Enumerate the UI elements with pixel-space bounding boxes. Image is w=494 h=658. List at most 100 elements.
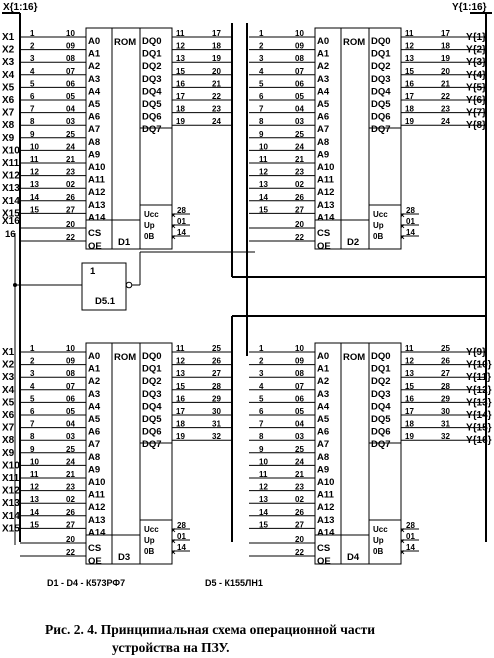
data-pin-number: 12 [405, 42, 414, 51]
address-line-number: 13 [259, 495, 268, 504]
y-output-label: Y{10} [466, 360, 492, 371]
output-line-number: 26 [441, 357, 450, 366]
output-line-number: 19 [212, 54, 221, 63]
address-label: A12 [88, 502, 105, 513]
address-line-number: 13 [259, 180, 268, 189]
y-output-label: Y{3} [466, 57, 486, 68]
address-label: A6 [317, 427, 329, 438]
data-pin-number: 11 [405, 344, 414, 353]
address-line-number: 8 [30, 432, 35, 441]
address-line-number: 7 [30, 105, 35, 114]
inverter-bubble [125, 281, 133, 289]
ov-pin-number: 14 [177, 228, 186, 237]
address-label: A14 [88, 527, 106, 538]
inverter-name: D5.1 [95, 296, 116, 307]
address-line-number: 7 [259, 420, 264, 429]
ucc-pin-number: 28 [406, 521, 415, 530]
inverter-d5: 1 D5.1 [13, 233, 255, 545]
address-line-number: 1 [259, 29, 264, 38]
data-label: DQ0 [371, 351, 391, 362]
address-line-number: 14 [30, 193, 39, 202]
data-label: DQ4 [142, 401, 162, 412]
output-line-number: 17 [441, 29, 450, 38]
address-line-number: 1 [30, 29, 35, 38]
y-output-label: Y{7} [466, 108, 486, 119]
address-pin-number: 09 [295, 42, 304, 51]
data-label: DQ4 [371, 401, 391, 412]
data-pin-number: 13 [405, 369, 414, 378]
address-pin-number: 21 [295, 470, 304, 479]
data-label: DQ2 [371, 376, 391, 387]
address-pin-number: 23 [66, 483, 75, 492]
address-line-number: 10 [259, 142, 268, 151]
address-pin-number: 25 [66, 445, 75, 454]
address-label: A7 [88, 124, 100, 135]
address-line-number: 7 [259, 105, 264, 114]
x-input-label: X5 [2, 397, 15, 408]
up-pin-number: 01 [406, 217, 415, 226]
no-connect-mark: × [400, 222, 405, 231]
data-pin-number: 17 [405, 407, 414, 416]
address-line-number: 2 [30, 357, 35, 366]
address-line-number: 3 [259, 54, 264, 63]
x-input-label: X9 [2, 448, 15, 459]
output-line-number: 20 [441, 67, 450, 76]
address-line-number: 1 [259, 344, 264, 353]
address-label: A13 [88, 200, 105, 211]
address-pin-number: 04 [295, 105, 304, 114]
data-pin-number: 18 [405, 420, 414, 429]
no-connect-mark: × [400, 211, 405, 220]
chip-name-label: D1 [118, 237, 131, 248]
up-pin-number: 01 [177, 532, 186, 541]
address-pin-number: 02 [66, 180, 75, 189]
up-pin-number: 01 [406, 532, 415, 541]
output-line-number: 23 [212, 105, 221, 114]
data-pin-number: 15 [176, 67, 185, 76]
no-connect-mark: × [400, 537, 405, 546]
address-label: A5 [317, 99, 330, 110]
x-input-label: X9 [2, 133, 15, 144]
input-bus-label: X{1:16} [3, 2, 38, 13]
address-line-number: 4 [30, 67, 35, 76]
no-connect-mark: × [171, 537, 176, 546]
data-label: DQ5 [142, 414, 162, 425]
data-pin-number: 12 [176, 42, 185, 51]
data-label: DQ7 [142, 124, 162, 135]
x-input-label: X13 [2, 498, 20, 509]
address-label: A9 [88, 149, 100, 160]
chip-data-panel [139, 27, 173, 250]
address-line-number: 2 [259, 357, 264, 366]
output-line-number: 31 [441, 420, 450, 429]
data-label: DQ1 [142, 49, 162, 60]
address-line-number: 5 [259, 79, 264, 88]
output-line-number: 27 [441, 369, 450, 378]
address-label: A2 [88, 61, 100, 72]
address-label: A6 [88, 427, 100, 438]
output-line-number: 22 [441, 92, 450, 101]
address-line-number: 7 [30, 420, 35, 429]
address-pin-number: 07 [66, 67, 75, 76]
no-connect-mark: × [400, 233, 405, 242]
y-output-label: Y{13} [466, 397, 492, 408]
output-line-number: 32 [441, 432, 450, 441]
address-label: A10 [317, 162, 334, 173]
output-line-number: 22 [212, 92, 221, 101]
cs-label: CS [317, 543, 330, 554]
address-line-number: 4 [259, 67, 264, 76]
ucc-label: Ucc [373, 525, 388, 534]
address-pin-number: 21 [66, 470, 75, 479]
output-line-number: 31 [212, 420, 221, 429]
address-pin-number: 03 [295, 117, 304, 126]
chip-body [340, 27, 370, 250]
address-line-number: 13 [30, 495, 39, 504]
no-connect-mark: × [171, 222, 176, 231]
address-line-number: 15 [30, 520, 39, 529]
bus-lines [2, 12, 492, 542]
inverter-symbol: 1 [90, 266, 96, 277]
cs-pin-number: 20 [295, 220, 304, 229]
address-pin-number: 02 [66, 495, 75, 504]
ucc-label: Ucc [144, 525, 159, 534]
